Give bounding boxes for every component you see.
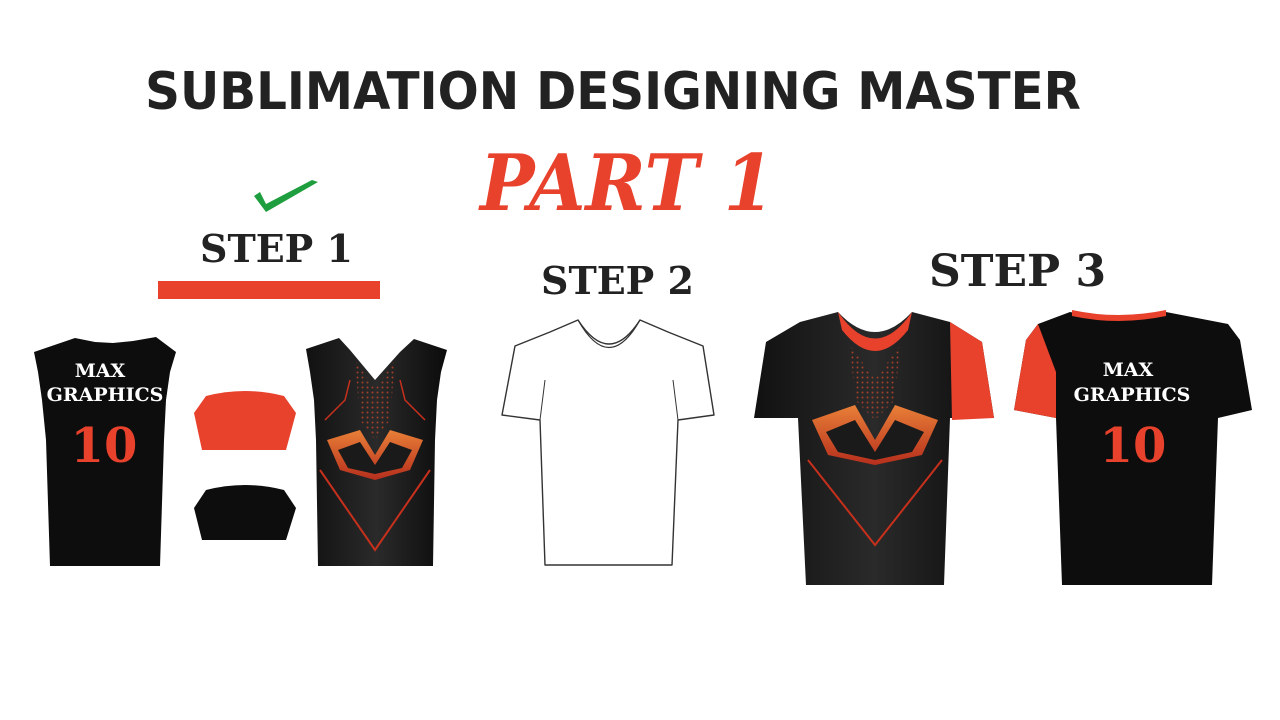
step1-underline [158,281,380,299]
sleeve-piece-black [194,485,296,540]
page-title: SUBLIMATION DESIGNING MASTER [145,62,1081,122]
sleeve-piece-red [194,391,296,450]
step-3-label: STEP 3 [929,246,1107,297]
back-panel-name-line2: GRAPHICS [47,384,164,406]
page-subtitle: PART 1 [480,138,775,229]
back-tee-name-line2: GRAPHICS [1074,384,1191,406]
checkmark-icon [254,180,318,212]
front-panel-piece [306,338,447,566]
finished-tshirt-back [1014,310,1252,585]
back-panel-number: 10 [71,418,138,474]
back-tee-number: 10 [1100,418,1167,474]
step-2-label: STEP 2 [541,258,694,303]
back-panel-piece [34,337,176,566]
back-tee-name-line1: MAX [1103,359,1154,381]
step-1-label: STEP 1 [200,226,353,271]
back-panel-name-line1: MAX [75,360,126,382]
finished-tshirt-front [754,312,994,585]
blank-tshirt-outline [501,319,715,566]
